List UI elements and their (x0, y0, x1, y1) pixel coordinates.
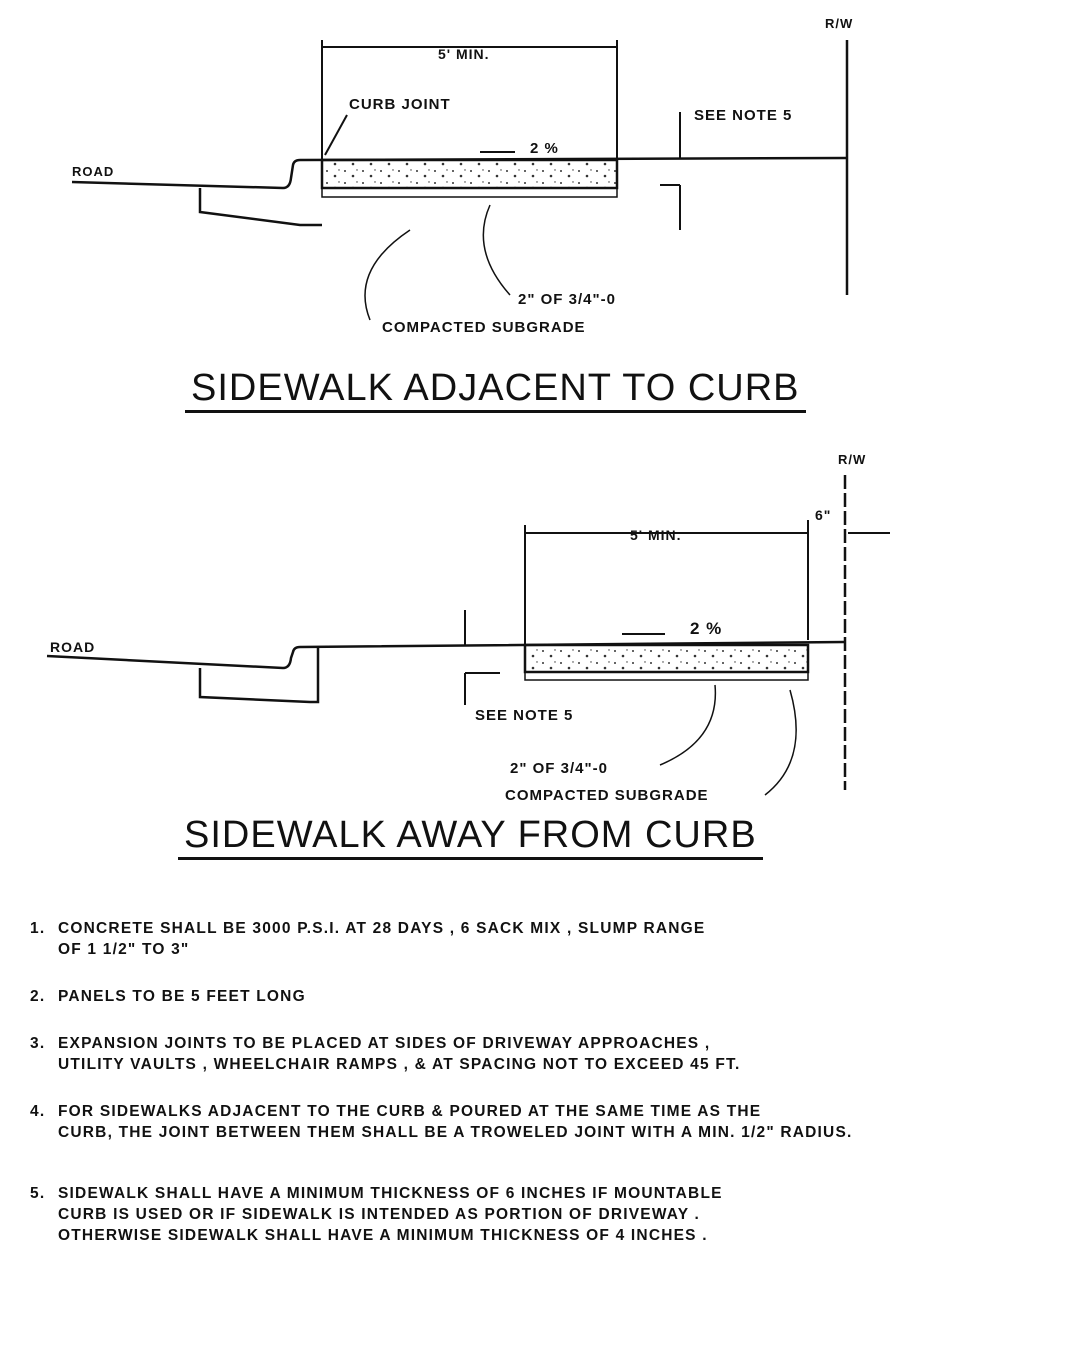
curb-joint-label: CURB JOINT (349, 96, 451, 113)
base-label: 2" OF 3/4"-0 (510, 760, 608, 777)
note-text: FOR SIDEWALKS ADJACENT TO THE CURB & POU… (58, 1103, 853, 1141)
diagram1-title: SIDEWALK ADJACENT TO CURB (185, 368, 806, 413)
note-item: 5. SIDEWALK SHALL HAVE A MINIMUM THICKNES… (30, 1183, 1060, 1246)
slope-label: 2 % (530, 140, 559, 157)
diagram-away-from-curb: R/W 5' MIN. 6" ROAD 2 % SEE NOTE 5 2" OF… (46, 452, 890, 804)
subgrade-label: COMPACTED SUBGRADE (505, 787, 709, 804)
subgrade-label: COMPACTED SUBGRADE (382, 319, 586, 336)
diagram-adjacent-to-curb: 5' MIN. R/W ROAD CURB JOINT 2 % SEE NOTE… (71, 16, 853, 336)
note-item: 1. CONCRETE SHALL BE 3000 P.S.I. AT 28 DA… (30, 918, 1060, 960)
note-text: SIDEWALK SHALL HAVE A MINIMUM THICKNESS … (58, 1185, 723, 1244)
note-number: 5. (30, 1185, 46, 1202)
row-label: R/W (838, 452, 866, 467)
note-item: 4. FOR SIDEWALKS ADJACENT TO THE CURB & P… (30, 1101, 1060, 1143)
note-text: EXPANSION JOINTS TO BE PLACED AT SIDES O… (58, 1035, 741, 1073)
gutter-outline (198, 188, 322, 227)
note-item: 3. EXPANSION JOINTS TO BE PLACED AT SIDES… (30, 1033, 1060, 1075)
note-item: 2. PANELS TO BE 5 FEET LONG (30, 986, 1060, 1007)
row-label: R/W (825, 16, 853, 31)
road-label: ROAD (72, 164, 114, 179)
note-text: CONCRETE SHALL BE 3000 P.S.I. AT 28 DAYS… (58, 920, 706, 958)
note-number: 4. (30, 1103, 46, 1120)
dimension-label: 5' MIN. (438, 46, 490, 62)
concrete-slab (320, 158, 619, 190)
concrete-slab (523, 643, 810, 674)
note-number: 2. (30, 988, 46, 1005)
gravel-base (321, 187, 618, 198)
note-number: 3. (30, 1035, 46, 1052)
diagram2-title: SIDEWALK AWAY FROM CURB (178, 815, 763, 860)
note-text: PANELS TO BE 5 FEET LONG (58, 988, 306, 1005)
notes-list: 1. CONCRETE SHALL BE 3000 P.S.I. AT 28 DA… (30, 918, 1060, 1272)
see-note-label: SEE NOTE 5 (475, 707, 573, 724)
dimension-label: 5' MIN. (630, 527, 682, 543)
see-note-label: SEE NOTE 5 (694, 107, 792, 124)
slope-label: 2 % (690, 619, 722, 638)
road-and-curb-line (46, 640, 846, 670)
note-number: 1. (30, 920, 46, 937)
road-and-curb-line (71, 156, 848, 190)
road-label: ROAD (50, 639, 95, 655)
gravel-base (524, 671, 809, 681)
base-label: 2" OF 3/4"-0 (518, 291, 616, 308)
gutter-outline (198, 648, 320, 704)
offset-label: 6" (815, 507, 831, 523)
